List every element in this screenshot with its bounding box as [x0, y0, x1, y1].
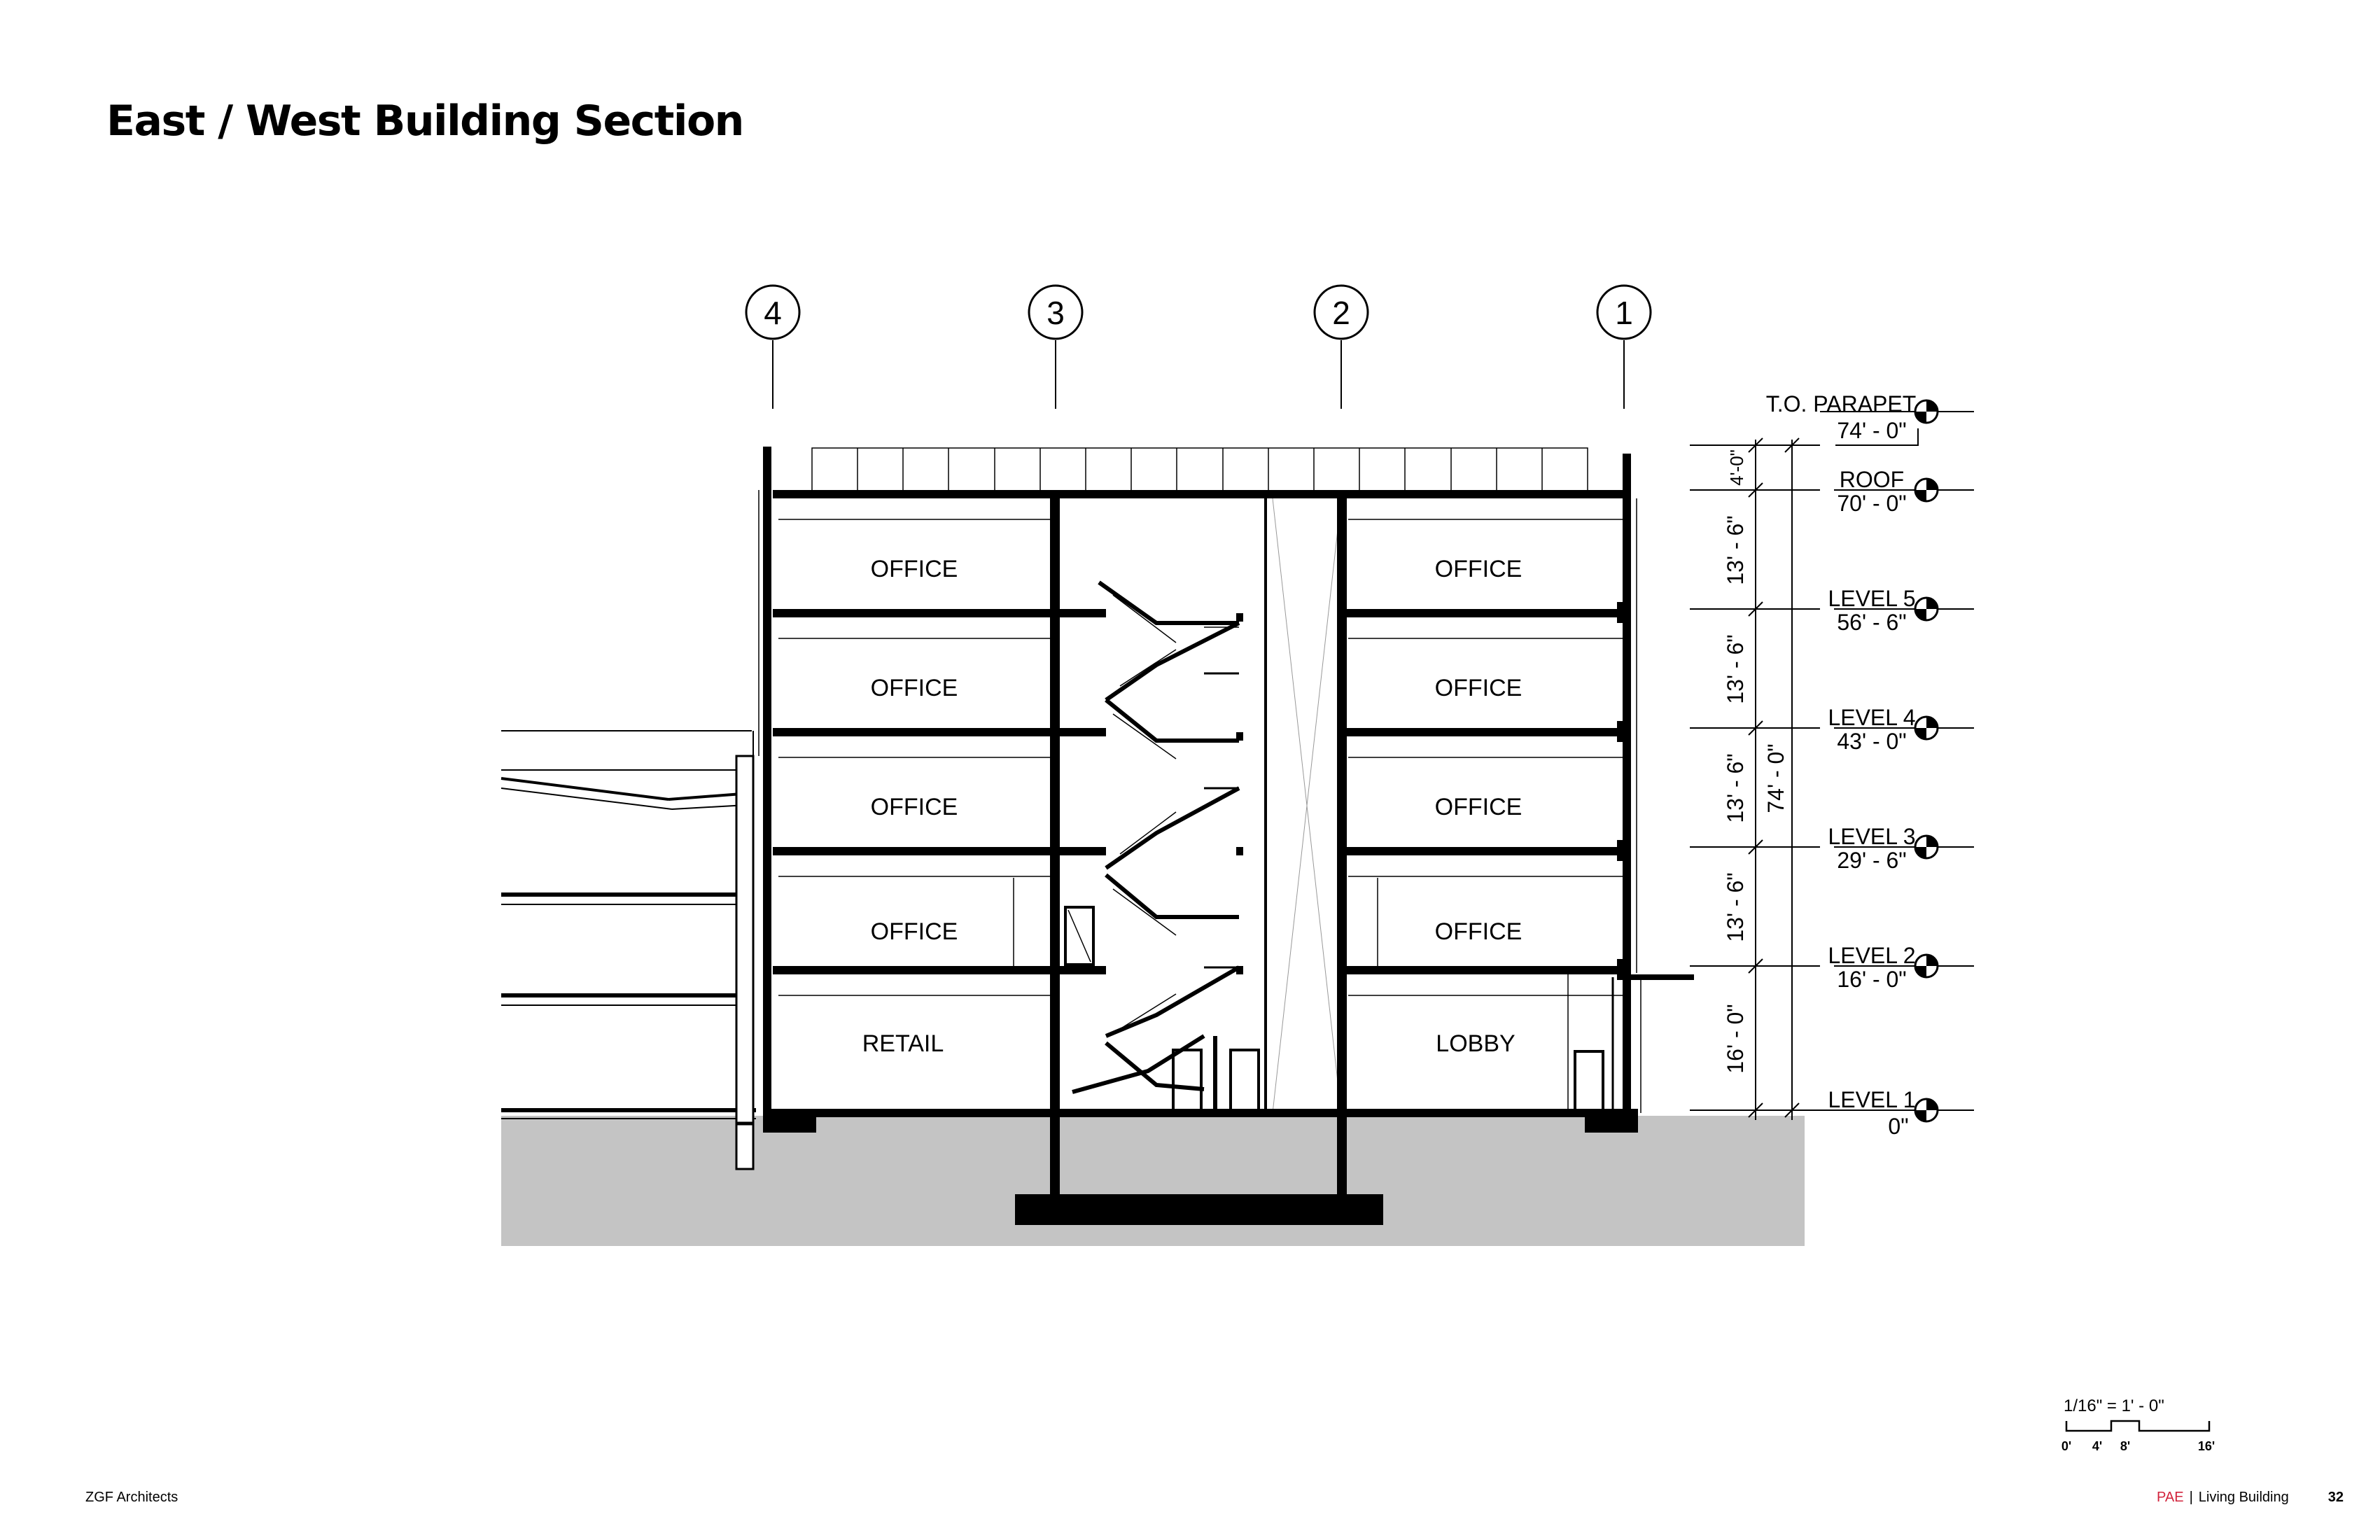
level-name-2: LEVEL 2	[1828, 943, 1915, 968]
lobby-door	[1574, 1050, 1604, 1113]
level-name-3: LEVEL 3	[1828, 824, 1915, 849]
level-4-slab	[773, 728, 1106, 736]
page-title: East / West Building Section	[106, 97, 744, 146]
dim-parapet: 4'-0"	[1726, 449, 1747, 486]
grid-bubble-4	[745, 284, 801, 340]
level-1-slab	[763, 1109, 1638, 1117]
elevator-door-right	[1229, 1049, 1260, 1113]
elevator-door-left	[1172, 1049, 1203, 1113]
level-name-5: LEVEL 5	[1828, 586, 1915, 611]
ground-fill	[501, 1116, 1805, 1246]
level-3-slab	[773, 847, 1106, 855]
level-name-roof: ROOF	[1840, 467, 1904, 492]
grid-bubble-2	[1313, 284, 1369, 340]
dim-level-3: 13' - 6"	[1723, 753, 1748, 822]
level-2-slab-east	[1341, 966, 1627, 974]
structure	[763, 447, 1694, 1225]
column-3	[1050, 494, 1060, 1198]
level-elev-4: 43' - 0"	[1837, 729, 1906, 754]
roof-slab	[773, 490, 1627, 498]
level-5-slab	[773, 609, 1106, 617]
room-west-level-3: OFFICE	[871, 794, 958, 820]
footing-east	[1585, 1113, 1638, 1133]
level-5-slab-east	[1341, 609, 1627, 617]
dim-overall: 74' - 0"	[1763, 743, 1788, 813]
room-east-level-5: OFFICE	[1435, 556, 1522, 582]
scale-tick-16: 16'	[2198, 1439, 2215, 1453]
grid-label-3: 3	[1046, 295, 1065, 331]
mat-foundation	[1015, 1194, 1383, 1225]
dim-level-1: 16' - 0"	[1723, 1004, 1748, 1073]
dim-level-4: 13' - 6"	[1723, 634, 1748, 704]
level-target-symbols	[1914, 399, 1939, 1123]
room-labels: OFFICE OFFICE OFFICE OFFICE RETAIL OFFIC…	[862, 556, 1522, 1057]
room-east-level-1: LOBBY	[1436, 1030, 1515, 1057]
page-number: 32	[2328, 1490, 2344, 1505]
room-west-level-5: OFFICE	[871, 556, 958, 582]
level-elev-2: 16' - 0"	[1837, 967, 1906, 992]
scale-tick-0: 0'	[2062, 1439, 2071, 1453]
level-4-slab-east	[1341, 728, 1627, 736]
grid-bubble-3	[1028, 284, 1084, 340]
dim-level-5: 13' - 6"	[1723, 515, 1748, 584]
scale-tick-4: 4'	[2092, 1439, 2102, 1453]
stair-door	[1064, 906, 1095, 966]
room-west-level-1: RETAIL	[862, 1030, 944, 1057]
scale-tick-8: 8'	[2120, 1439, 2130, 1453]
east-wall	[1623, 454, 1631, 1117]
dimension-labels: 4'-0" 13' - 6" 13' - 6" 13' - 6" 13' - 6…	[1723, 449, 1788, 1074]
project-subject: Living Building	[2198, 1490, 2289, 1505]
stair	[1072, 580, 1240, 1094]
level-elev-roof: 70' - 0"	[1837, 491, 1906, 516]
level-3-slab-east	[1341, 847, 1627, 855]
level-name-parapet: T.O. PARAPET	[1766, 391, 1917, 416]
footer-right: PAE | Living Building 32	[2157, 1490, 2344, 1506]
west-wall	[763, 447, 771, 1117]
footing-west	[763, 1113, 816, 1133]
room-east-level-2: OFFICE	[1435, 918, 1522, 945]
room-west-level-2: OFFICE	[871, 918, 958, 945]
dim-level-2: 13' - 6"	[1723, 872, 1748, 941]
adjacent-building	[500, 730, 756, 1170]
scale-label: 1/16" = 1' - 0"	[2064, 1396, 2164, 1415]
level-elev-3: 29' - 6"	[1837, 848, 1906, 873]
firm-name: ZGF Architects	[85, 1490, 178, 1505]
grid-label-1: 1	[1615, 295, 1633, 331]
grid-bubbles	[745, 284, 1652, 409]
elevator-shaft	[1264, 498, 1342, 1116]
grid-label-2: 2	[1332, 295, 1350, 331]
level-labels: T.O. PARAPET 74' - 0" ROOF 70' - 0" LEVE…	[1766, 391, 1917, 1139]
brand-name: PAE	[2157, 1490, 2184, 1505]
level-elev-parapet: 74' - 0"	[1837, 418, 1906, 443]
level-2-slab	[773, 966, 1106, 974]
room-east-level-4: OFFICE	[1435, 675, 1522, 701]
room-east-level-3: OFFICE	[1435, 794, 1522, 820]
level-elev-1: 0"	[1888, 1114, 1908, 1139]
grid-label-4: 4	[764, 295, 782, 331]
room-west-level-4: OFFICE	[871, 675, 958, 701]
footer-separator: |	[2189, 1490, 2193, 1505]
column-2	[1337, 494, 1347, 1198]
level-name-1: LEVEL 1	[1828, 1087, 1915, 1112]
dimension-lines	[1690, 438, 1820, 1120]
solar-array	[811, 447, 1588, 495]
level-name-4: LEVEL 4	[1828, 705, 1915, 730]
level-elev-5: 56' - 6"	[1837, 610, 1906, 635]
ceiling-lines	[778, 519, 1624, 996]
grid-bubble-1	[1596, 284, 1652, 340]
scale-bar: 1/16" = 1' - 0" 0' 4' 8' 16'	[2062, 1396, 2215, 1453]
facade-lines	[758, 490, 1642, 1113]
level-markers	[1820, 411, 1974, 1111]
